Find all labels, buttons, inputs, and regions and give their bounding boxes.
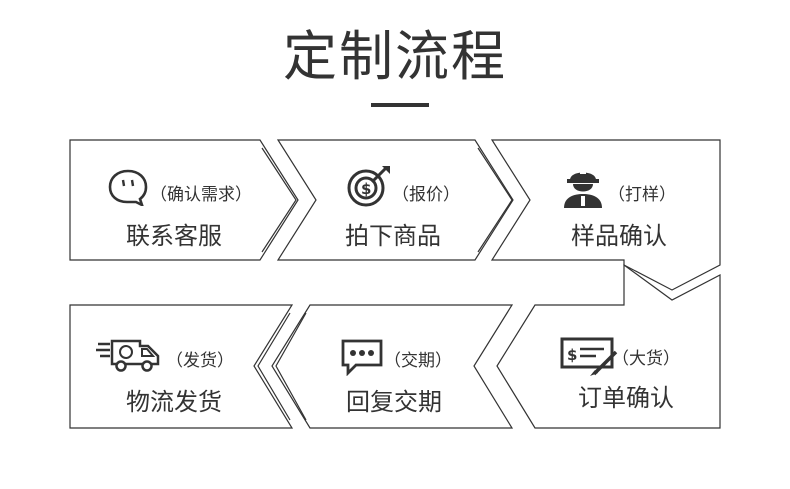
- step-label: 物流发货: [126, 388, 222, 416]
- step-label: 拍下商品: [345, 222, 441, 250]
- page-title: 定制流程: [283, 25, 507, 88]
- chat-bubble-icon: [108, 169, 148, 206]
- step-tag: （大货）: [612, 349, 680, 369]
- step-label: 联系客服: [126, 222, 222, 250]
- step-5-shape: [271, 304, 514, 429]
- worker-icon: [564, 168, 602, 208]
- step-tag: （发货）: [166, 351, 234, 371]
- step-tag: （报价）: [392, 185, 460, 205]
- delivery-van-icon: [96, 339, 160, 372]
- svg-text:$: $: [567, 346, 577, 364]
- step-1-chevron: [261, 147, 297, 253]
- step-label: 回复交期: [346, 388, 442, 416]
- message-dots-icon: [341, 339, 383, 376]
- step-2-chevron: [477, 147, 513, 253]
- step-tag: （确认需求）: [150, 185, 252, 205]
- step-label: 样品确认: [571, 222, 667, 250]
- step-5-chevron: [275, 312, 307, 421]
- target-dollar-icon: $: [347, 166, 390, 207]
- svg-text:$: $: [361, 180, 371, 198]
- step-tag: （交期）: [384, 351, 452, 371]
- step-6-shape: [69, 304, 294, 429]
- step-6-chevron: [257, 312, 291, 421]
- title-underline: [371, 103, 429, 107]
- step-4-shape: [496, 263, 721, 429]
- step-label: 订单确认: [578, 384, 674, 412]
- step-2-shape: [276, 139, 514, 261]
- check-sign-icon: $: [560, 337, 618, 376]
- step-tag: （打样）: [608, 185, 676, 205]
- step-3-shape: [490, 139, 721, 291]
